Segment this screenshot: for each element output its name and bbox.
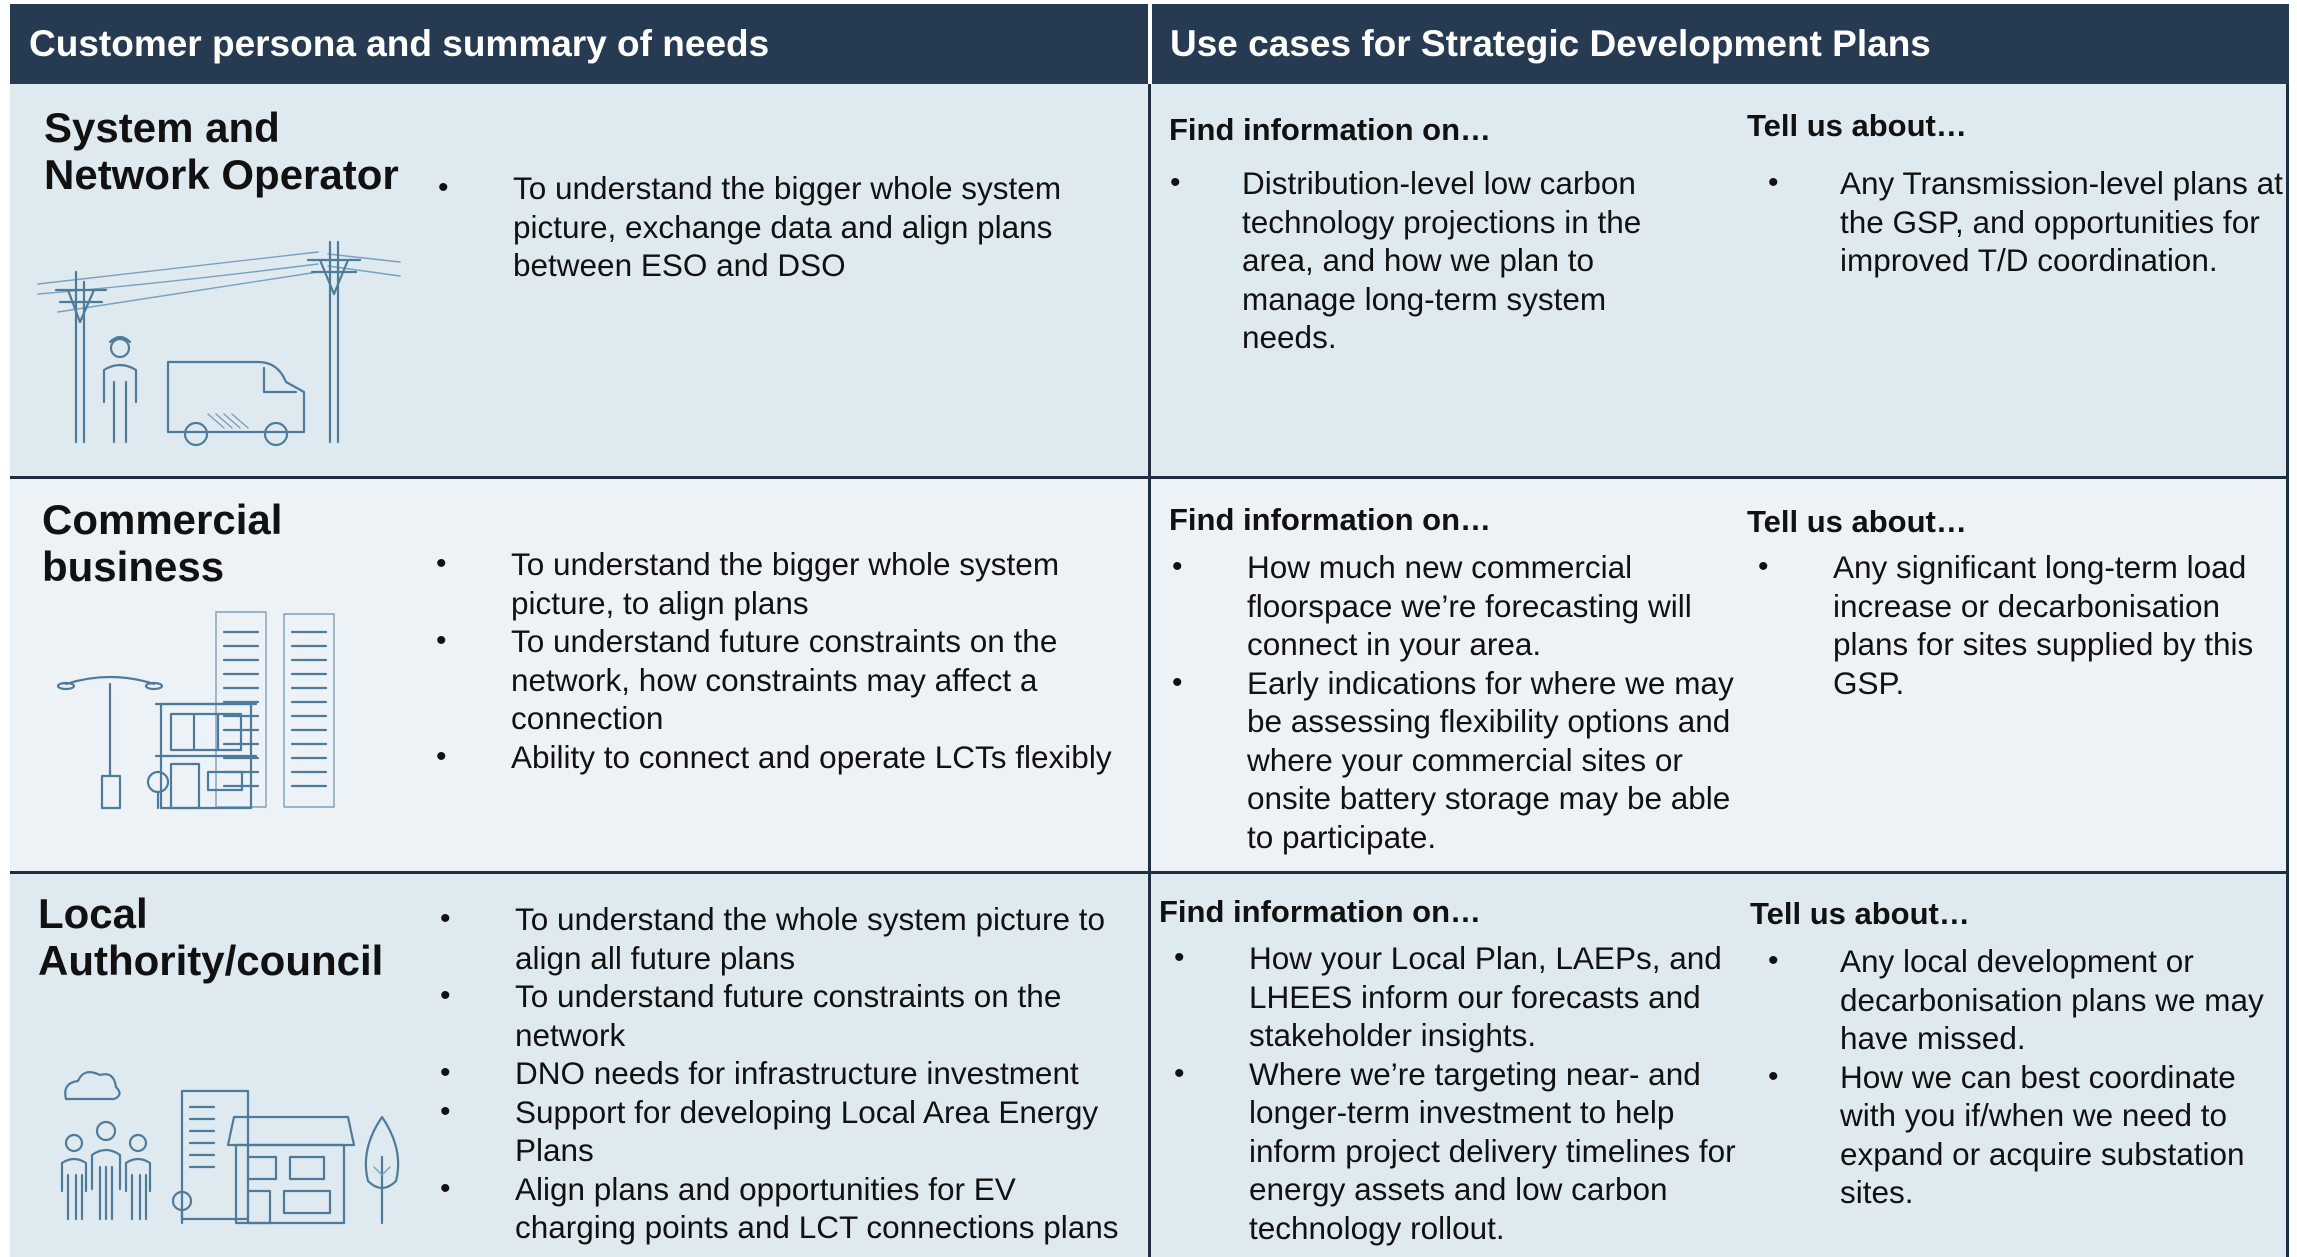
list-item: Align plans and opportunities for EV cha… — [440, 1170, 1145, 1247]
find-info-title: Find information on… — [1169, 112, 1492, 147]
find-info-title: Find information on… — [1159, 894, 1482, 929]
find-info-list-system-operator: Distribution-level low carbon technology… — [1170, 164, 1690, 357]
tell-us-title: Tell us about… — [1747, 108, 1967, 143]
list-item: Any significant long-term load increase … — [1758, 548, 2283, 702]
find-info-title: Find information on… — [1169, 502, 1492, 537]
tell-us-list-system-operator: Any Transmission-level plans at the GSP,… — [1768, 164, 2283, 280]
tell-us-list-local-authority: Any local development or decarbonisation… — [1768, 942, 2283, 1212]
find-info-list-local-authority: How your Local Plan, LAEPs, and LHEES in… — [1174, 939, 1754, 1247]
list-item: To understand future constraints on the … — [440, 977, 1145, 1054]
persona-title-local-authority: Local Authority/council — [38, 890, 383, 984]
persona-use-case-table: Customer persona and summary of needs Us… — [10, 4, 2289, 1257]
list-item: DNO needs for infrastructure investment — [440, 1054, 1145, 1093]
needs-list-system-operator: To understand the bigger whole system pi… — [438, 169, 1118, 285]
persona-title-line: business — [42, 543, 225, 590]
needs-list-local-authority: To understand the whole system picture t… — [440, 900, 1145, 1247]
list-item: Where we’re targeting near- and longer-t… — [1174, 1055, 1754, 1248]
people-houses-tree-icon — [44, 1059, 414, 1234]
list-item: Any local development or decarbonisation… — [1768, 942, 2283, 1058]
find-info-list-commercial: How much new commercial floorspace we’re… — [1172, 548, 1752, 856]
list-item: Distribution-level low carbon technology… — [1170, 164, 1690, 357]
list-item: Early indications for where we may be as… — [1172, 664, 1752, 857]
list-item: How we can best coordinate with you if/w… — [1768, 1058, 2283, 1212]
header-use-cases: Use cases for Strategic Development Plan… — [1152, 4, 2289, 84]
header-persona-needs: Customer persona and summary of needs — [10, 4, 1148, 84]
list-item: How much new commercial floorspace we’re… — [1172, 548, 1752, 664]
persona-title-line: Authority/council — [38, 937, 384, 984]
tell-us-list-commercial: Any significant long-term load increase … — [1758, 548, 2283, 702]
list-item: To understand the whole system picture t… — [440, 900, 1145, 977]
list-item: Support for developing Local Area Energy… — [440, 1093, 1145, 1170]
persona-title-system-operator: System and Network Operator — [44, 104, 399, 198]
persona-title-line: Network Operator — [44, 151, 399, 198]
list-item: Ability to connect and operate LCTs flex… — [436, 738, 1146, 777]
column-divider — [1148, 84, 1151, 1257]
table-right-border — [2286, 84, 2289, 1257]
persona-title-line: Commercial — [42, 496, 283, 543]
persona-title-line: System and — [44, 104, 280, 151]
tell-us-title: Tell us about… — [1750, 896, 1970, 931]
list-item: To understand the bigger whole system pi… — [436, 545, 1146, 622]
persona-title-line: Local — [38, 890, 148, 937]
commercial-buildings-streetlight-icon — [46, 604, 356, 814]
list-item: To understand the bigger whole system pi… — [438, 169, 1118, 285]
power-lines-worker-van-icon — [28, 232, 408, 452]
list-item: Any Transmission-level plans at the GSP,… — [1768, 164, 2283, 280]
persona-title-commercial: Commercial business — [42, 496, 282, 590]
list-item: To understand future constraints on the … — [436, 622, 1146, 738]
tell-us-title: Tell us about… — [1747, 504, 1967, 539]
needs-list-commercial: To understand the bigger whole system pi… — [436, 545, 1146, 776]
list-item: How your Local Plan, LAEPs, and LHEES in… — [1174, 939, 1754, 1055]
